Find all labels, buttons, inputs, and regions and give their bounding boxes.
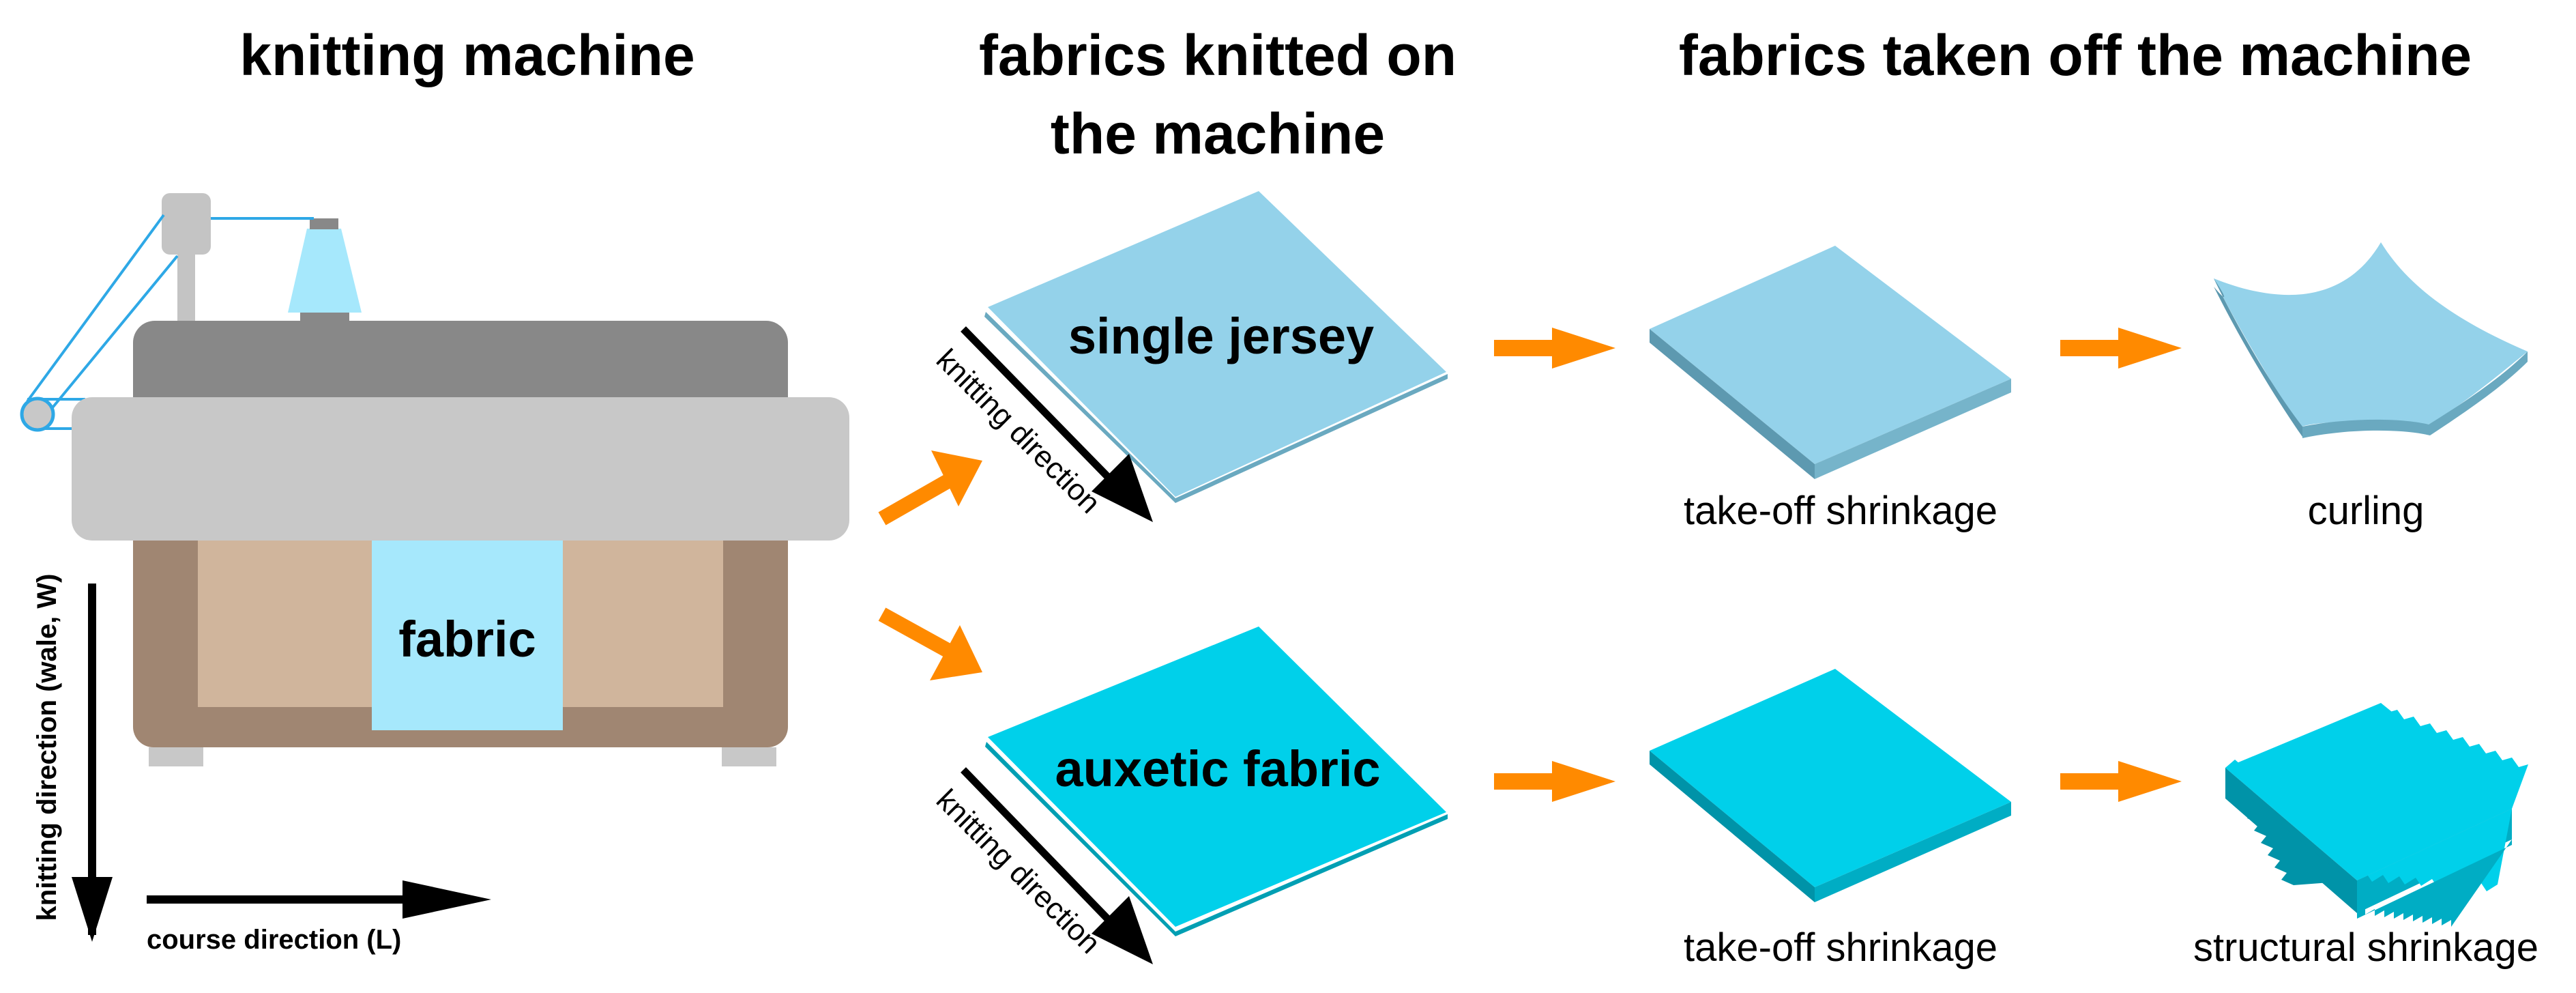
machine-foot-left	[149, 747, 203, 766]
heading-knitting-machine: knitting machine	[239, 23, 694, 87]
takeoff-slab-bottom	[1650, 669, 2011, 902]
caption-takeoff-top: take-off shrinkage	[1684, 489, 1997, 533]
knitting-direction-head-top	[1092, 454, 1153, 522]
machine-foot-right	[722, 747, 776, 766]
course-arrowhead	[402, 880, 491, 919]
yarn-pulley	[20, 397, 55, 432]
fabric-label: fabric	[398, 611, 536, 667]
heading-on-machine-line1: fabrics knitted on	[979, 23, 1457, 87]
caption-takeoff-bottom: take-off shrinkage	[1684, 925, 1997, 970]
yarn-guide-head	[162, 193, 211, 255]
arrow-to-single-jersey	[878, 450, 982, 526]
knitting-direction-arrow-top	[961, 326, 1116, 485]
heading-off-machine: fabrics taken off the machine	[1679, 23, 2472, 87]
heading-on-machine-line2: the machine	[1051, 102, 1385, 166]
arrow-to-auxetic	[878, 607, 982, 680]
yarn-cone	[288, 229, 362, 313]
takeoff-slab-top	[1650, 246, 2011, 479]
arrow-bottom-1	[1494, 761, 1615, 802]
auxetic-fabric-label: auxetic fabric	[1055, 740, 1380, 797]
wale-axis-label: knitting direction (wale, W)	[32, 574, 62, 921]
yarn-guide-post	[177, 246, 195, 328]
needle-bed	[72, 397, 849, 541]
structural-shrinkage-block	[2225, 703, 2528, 927]
single-jersey-label: single jersey	[1068, 308, 1374, 364]
arrow-bottom-2	[2060, 761, 2182, 802]
auxetic-sheet: auxetic fabric	[985, 627, 1448, 936]
curling-sheet	[2214, 242, 2528, 438]
caption-curling: curling	[2308, 489, 2425, 533]
knitting-direction-arrow-bottom	[961, 767, 1116, 927]
arrow-top-1	[1494, 328, 1615, 369]
caption-structural: structural shrinkage	[2193, 925, 2538, 970]
arrow-top-2	[2060, 328, 2182, 369]
course-axis-label: course direction (L)	[147, 925, 401, 955]
fabric-on-machine	[372, 519, 563, 730]
spool-top	[310, 218, 338, 229]
knitting-direction-head-bottom	[1092, 896, 1153, 964]
wale-arrowhead	[72, 877, 113, 942]
single-jersey-sheet: single jersey	[984, 191, 1448, 503]
knitting-machine: fabric	[20, 193, 849, 766]
spool-base	[300, 311, 349, 323]
